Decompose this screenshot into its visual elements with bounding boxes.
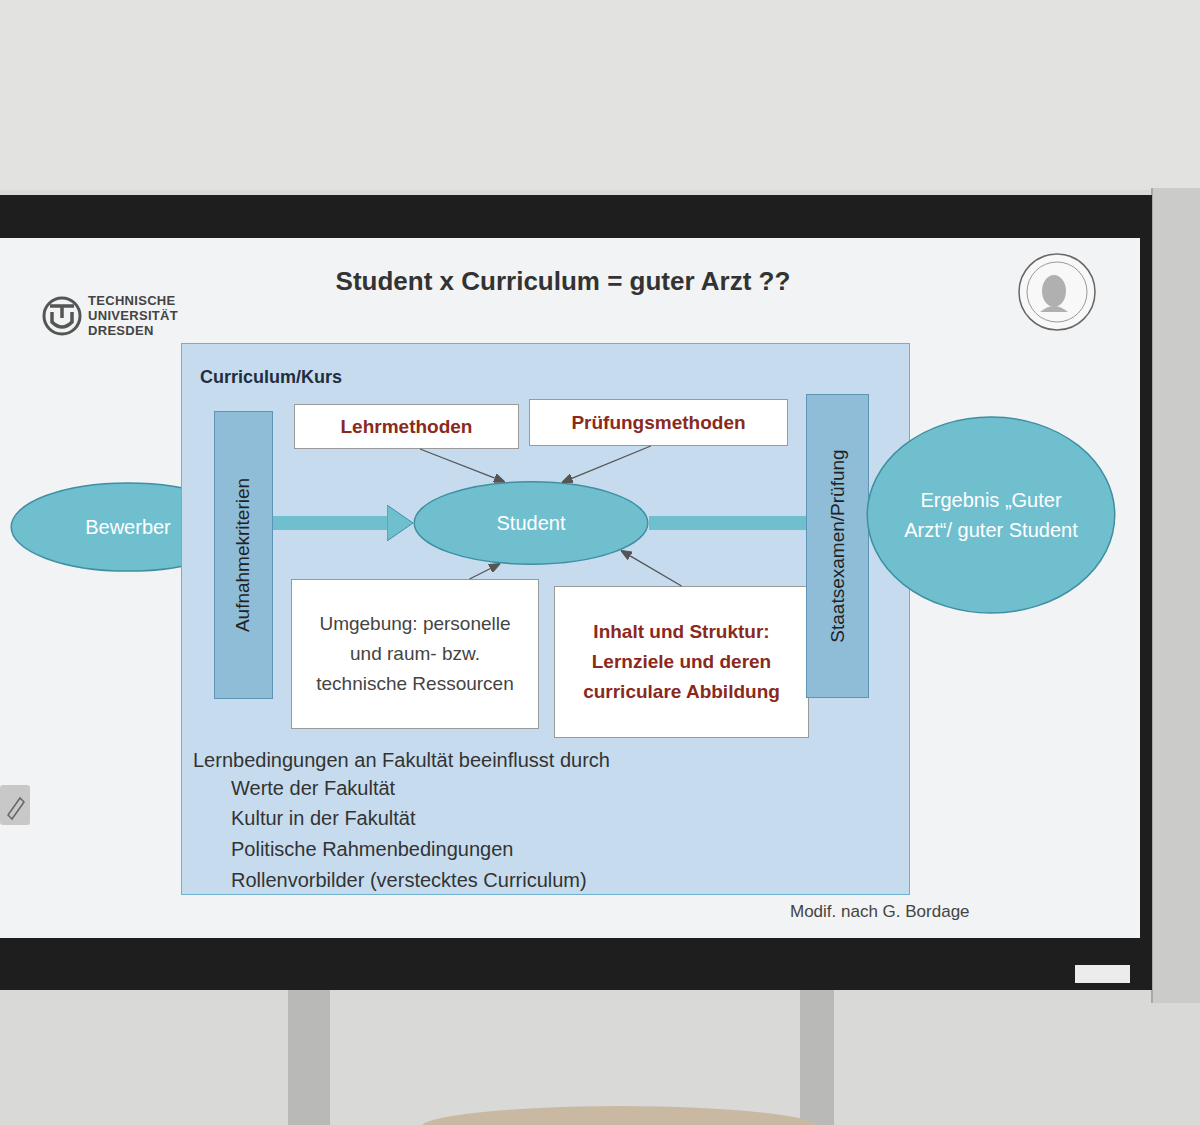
- chair-back: [420, 1106, 820, 1125]
- pen-tool-button: [0, 785, 30, 825]
- pen-icon: [8, 798, 24, 819]
- node-text: Staatsexamen/Prüfung: [827, 449, 849, 642]
- ellipse-outline: [866, 415, 1116, 615]
- panel-note: Kultur in der Fakultät: [231, 807, 416, 830]
- panel-note: Rollenvorbilder (verstecktes Curriculum): [231, 869, 587, 892]
- panel-text-wrap: Curriculum/Kurs: [200, 367, 342, 388]
- admission-bar: Aufnahmekriterien: [214, 411, 273, 699]
- node-text: Prüfungsmethoden: [571, 408, 745, 438]
- panel-text-wrap: Werte der Fakultät: [231, 777, 395, 800]
- university-logo-text: TECHNISCHE UNIVERSITÄT DRESDEN: [88, 293, 200, 338]
- panel-note: Politische Rahmenbedingungen: [231, 838, 513, 861]
- faculty-seal: [1019, 254, 1095, 330]
- stand-leg: [288, 990, 330, 1125]
- method-box: Prüfungsmethoden: [529, 399, 788, 446]
- panel-heading: Curriculum/Kurs: [200, 367, 342, 388]
- panel-note: Werte der Fakultät: [231, 777, 395, 800]
- node-text: Inhalt und Struktur: Lernziele und deren…: [569, 617, 794, 707]
- student-ellipse: Student: [413, 481, 649, 565]
- slide: [0, 238, 1140, 938]
- method-box: Lehrmethoden: [294, 404, 519, 449]
- source-credit: Modif. nach G. Bordage: [790, 902, 970, 922]
- panel-text-wrap: Politische Rahmenbedingungen: [231, 838, 513, 861]
- sticker: [1075, 965, 1130, 983]
- tu-logo-mark: [50, 306, 74, 327]
- result-ellipse: Ergebnis „Guter Arzt“/ guter Student: [866, 415, 1116, 615]
- panel-text-wrap: Rollenvorbilder (verstecktes Curriculum): [231, 869, 587, 892]
- ellipse-shape: [414, 482, 648, 564]
- stand-leg: [800, 990, 834, 1125]
- side-panel: [1152, 188, 1200, 1003]
- tu-logo-ring: [44, 298, 80, 334]
- content-box: Inhalt und Struktur: Lernziele und deren…: [554, 586, 809, 738]
- panel-note: Lernbedingungen an Fakultät beeinflusst …: [193, 749, 610, 772]
- seal-portrait: [1042, 275, 1066, 307]
- screen-bezel: [0, 195, 1152, 990]
- panel-text-wrap: Lernbedingungen an Fakultät beeinflusst …: [193, 749, 610, 772]
- node-text: Bewerber: [85, 512, 171, 542]
- title-wrap: Student x Curriculum = guter Arzt ??: [263, 266, 863, 297]
- node-text: Student: [497, 508, 566, 538]
- seal-portrait: [1040, 306, 1068, 312]
- node-text: Aufnahmekriterien: [233, 478, 255, 632]
- ellipse-shape: [867, 417, 1115, 613]
- faculty-seal-ring: [1027, 262, 1087, 322]
- wall-upper: [0, 0, 1200, 190]
- node-text: Umgebung: personelle und raum- bzw. tech…: [306, 609, 524, 699]
- exam-bar: Staatsexamen/Prüfung: [806, 394, 869, 698]
- panel-text-wrap: Kultur in der Fakultät: [231, 807, 416, 830]
- environment-box: Umgebung: personelle und raum- bzw. tech…: [291, 579, 539, 729]
- curriculum-panel: Aufnahmekriterien Lehrmethoden Prüfungsmet…: [181, 343, 910, 895]
- label-wrap: Modif. nach G. Bordage: [790, 902, 970, 922]
- slide-title: Student x Curriculum = guter Arzt ??: [263, 266, 863, 297]
- node-text: Ergebnis „Guter Arzt“/ guter Student: [904, 485, 1079, 545]
- node-text: Lehrmethoden: [341, 412, 473, 442]
- label-wrap: TECHNISCHE UNIVERSITÄT DRESDEN: [88, 293, 200, 338]
